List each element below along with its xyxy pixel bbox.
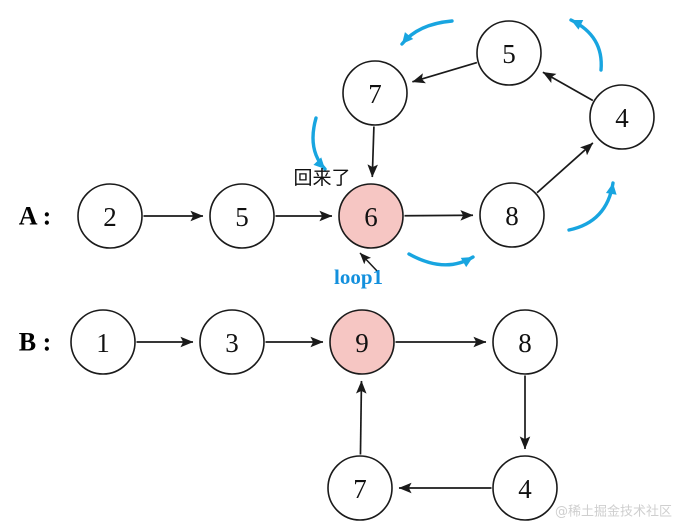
nodes-layer: 2 5 6 8 4 5 7 1 3 9 8 4 7 — [70, 20, 655, 521]
node-circle[interactable] — [77, 183, 143, 249]
node-value: 8 — [505, 201, 519, 231]
node-circle[interactable] — [70, 309, 136, 375]
node-a-5[interactable]: 5 — [209, 183, 275, 249]
node-a-6[interactable]: 6 — [338, 183, 404, 249]
node-a-8[interactable]: 8 — [479, 182, 545, 248]
arc-toward-4 — [567, 181, 615, 232]
node-circle[interactable] — [209, 183, 275, 249]
watermark: @稀土掘金技术社区 — [555, 504, 672, 520]
node-a-2[interactable]: 2 — [77, 183, 143, 249]
node-value: 5 — [235, 202, 249, 232]
row-labels: A : B : — [19, 202, 52, 357]
arc-toward-4-head — [605, 183, 617, 195]
node-circle[interactable] — [338, 183, 404, 249]
arc-toward-5-top-head — [571, 19, 584, 30]
node-circle[interactable] — [476, 20, 542, 86]
node-value: 8 — [518, 328, 532, 358]
cyan-direction-arcs — [311, 18, 617, 268]
arc-toward-5-top — [569, 18, 603, 72]
arc-back-to-6-head — [313, 157, 325, 169]
node-b-7[interactable]: 7 — [327, 455, 393, 521]
node-b-9[interactable]: 9 — [329, 309, 395, 375]
node-circle[interactable] — [479, 182, 545, 248]
node-value: 1 — [96, 328, 110, 358]
node-b-4[interactable]: 4 — [492, 455, 558, 521]
node-value: 4 — [518, 474, 532, 504]
node-b-1[interactable]: 1 — [70, 309, 136, 375]
node-value: 9 — [355, 328, 369, 358]
node-value: 5 — [502, 39, 516, 69]
arc-toward-7-head — [402, 32, 414, 44]
row-label-b: B : — [19, 328, 52, 357]
row-label-a: A : — [19, 202, 52, 231]
node-a-7[interactable]: 7 — [342, 60, 408, 126]
node-circle[interactable] — [199, 309, 265, 375]
edge-b7-to-b9 — [356, 380, 367, 455]
node-value: 7 — [353, 474, 367, 504]
edge-a5top-to-a7 — [412, 61, 478, 84]
edge-a4-to-a5top — [542, 71, 594, 102]
node-circle[interactable] — [342, 60, 408, 126]
edge-a7-to-a6 — [367, 126, 378, 178]
node-circle[interactable] — [329, 309, 395, 375]
node-value: 2 — [103, 202, 117, 232]
node-circle[interactable] — [492, 309, 558, 375]
node-value: 7 — [368, 79, 382, 109]
node-value: 6 — [364, 202, 378, 232]
node-value: 3 — [225, 328, 239, 358]
node-circle[interactable] — [589, 84, 655, 150]
loop1-pointer — [359, 252, 379, 273]
edge-a8-to-a4 — [536, 142, 594, 194]
node-value: 4 — [615, 103, 629, 133]
arc-toward-8-head — [460, 257, 473, 268]
node-circle[interactable] — [327, 455, 393, 521]
node-b-3[interactable]: 3 — [199, 309, 265, 375]
node-a-5[interactable]: 5 — [476, 20, 542, 86]
node-b-8[interactable]: 8 — [492, 309, 558, 375]
node-a-4[interactable]: 4 — [589, 84, 655, 150]
edges-layer — [136, 61, 594, 494]
annotation-came-back: 回来了 — [293, 167, 350, 189]
annotation-loop1-label: loop1 — [334, 265, 383, 289]
node-circle[interactable] — [492, 455, 558, 521]
